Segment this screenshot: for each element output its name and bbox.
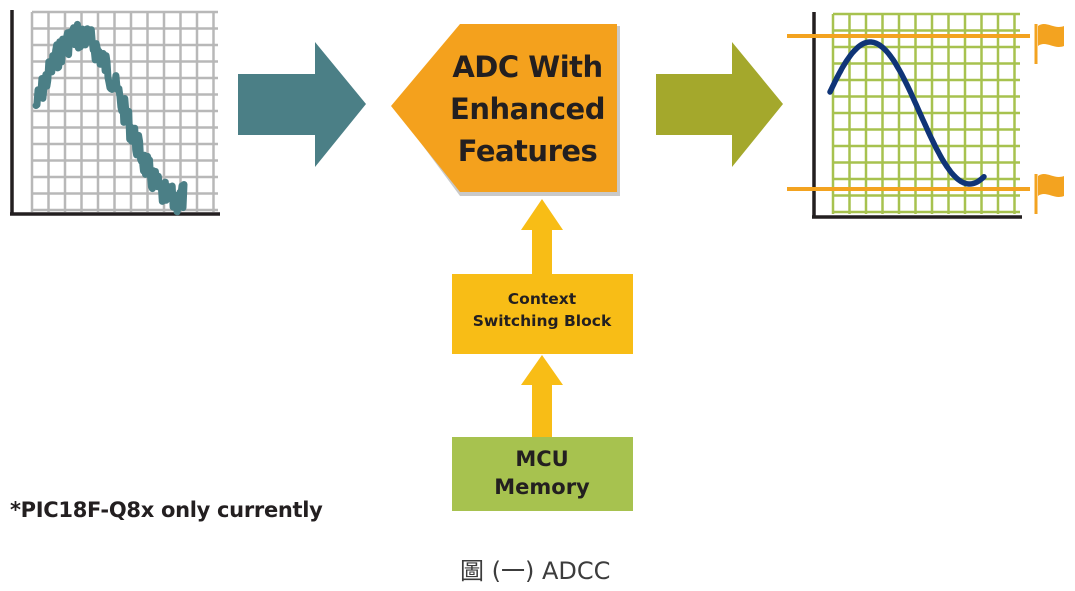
- lower-threshold-flag-icon: [1034, 174, 1064, 214]
- context-label-line-1: Context: [507, 290, 577, 308]
- output-chart: [787, 12, 1064, 219]
- input-chart: [10, 10, 220, 216]
- memory-label-line-2: Memory: [494, 475, 590, 499]
- context-switching-block: [452, 274, 633, 354]
- context-to-adc-arrow: [521, 199, 563, 275]
- input-chart-grid: [30, 10, 218, 212]
- context-label-line-2: Switching Block: [472, 312, 612, 330]
- output-chart-grid: [831, 12, 1020, 214]
- figure-caption: 圖 (一) ADCC: [460, 557, 611, 585]
- memory-label-line-1: MCU: [515, 447, 569, 471]
- memory-block-label: MCU Memory: [452, 445, 632, 501]
- upper-threshold-flag-icon: [1034, 24, 1064, 64]
- adc-label-line-2: Enhanced: [450, 92, 605, 126]
- context-block-label: Context Switching Block: [452, 288, 632, 332]
- adc-block: [391, 24, 617, 192]
- output-arrow: [656, 42, 783, 167]
- adc-label-line-1: ADC With: [452, 50, 603, 84]
- adc-label-line-3: Features: [457, 134, 598, 168]
- adc-block-label: ADC With Enhanced Features: [440, 46, 615, 172]
- noisy-signal-line: [32, 20, 188, 216]
- mcu-memory-block: [452, 437, 633, 511]
- clean-signal-line: [827, 39, 987, 187]
- input-arrow: [238, 42, 366, 167]
- footnote: *PIC18F-Q8x only currently: [10, 498, 323, 522]
- memory-to-context-arrow: [521, 355, 563, 438]
